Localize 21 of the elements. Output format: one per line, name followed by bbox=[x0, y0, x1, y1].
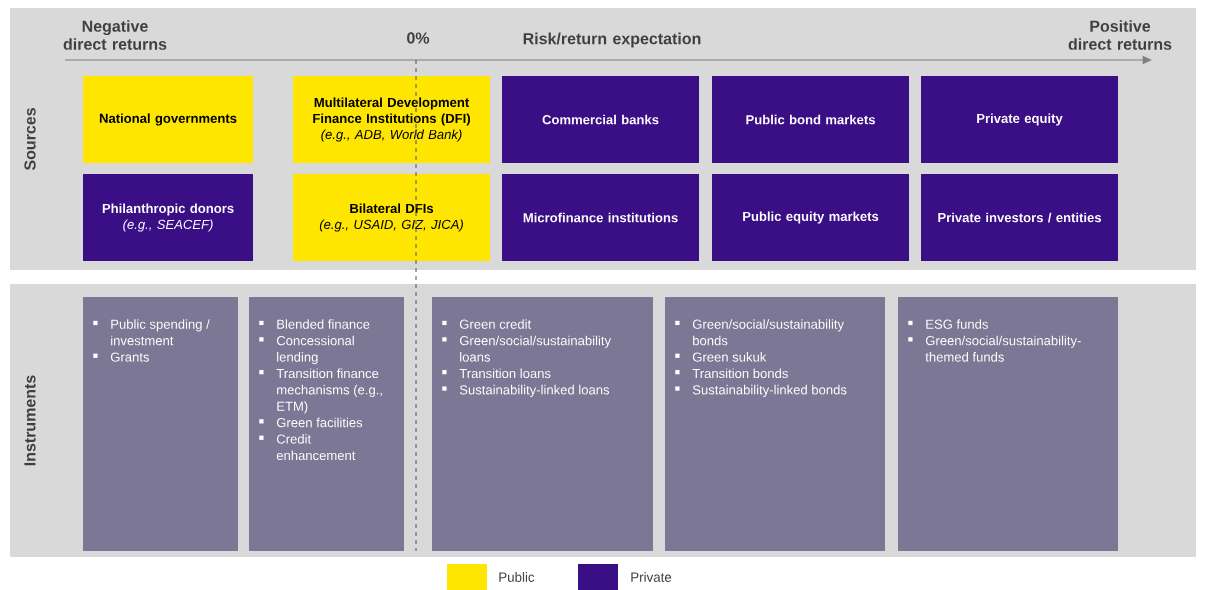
legend-label: Public bbox=[499, 572, 535, 582]
source-box: Public bond markets bbox=[712, 76, 909, 163]
source-box: Multilateral Development Finance Institutions (DFI) (e.g., ADB, World Bank) bbox=[293, 76, 490, 163]
instrument-box: Green/social/sustainability bonds Green sukuk Transition bonds Sustainability-linked bonds bbox=[665, 297, 885, 551]
legend-label: Private bbox=[631, 572, 672, 582]
axis-title: Risk/return expectation bbox=[523, 32, 701, 48]
instrument-box: ESG funds Green/social/sustainability-themed funds bbox=[898, 297, 1118, 551]
source-box: Bilateral DFIs (e.g., USAID, GIZ, JICA) bbox=[293, 174, 490, 261]
axis-tick-label: 0% bbox=[407, 32, 430, 44]
axis-end-label: Positive direct returns bbox=[1068, 20, 1172, 50]
source-box: Private investors / entities bbox=[921, 174, 1118, 261]
source-box: Commercial banks bbox=[502, 76, 699, 163]
source-box: Microfinance institutions bbox=[502, 174, 699, 261]
axis-end-label: Negative direct returns bbox=[63, 20, 167, 50]
instrument-box: Public spending / investment Grants bbox=[83, 297, 238, 551]
source-box: Public equity markets bbox=[712, 174, 909, 261]
source-box: Private equity bbox=[921, 76, 1118, 163]
source-box: National governments bbox=[83, 76, 253, 163]
source-box: Philanthropic donors (e.g., SEACEF) bbox=[83, 174, 253, 261]
instrument-box: Blended finance Concessional lending Transition finance mechanisms (e.g., ETM) Green facilities Credit enhancement bbox=[249, 297, 404, 551]
instrument-box: Green credit Green/social/sustainability loans Transition loans Sustainability-linked loans bbox=[432, 297, 653, 551]
